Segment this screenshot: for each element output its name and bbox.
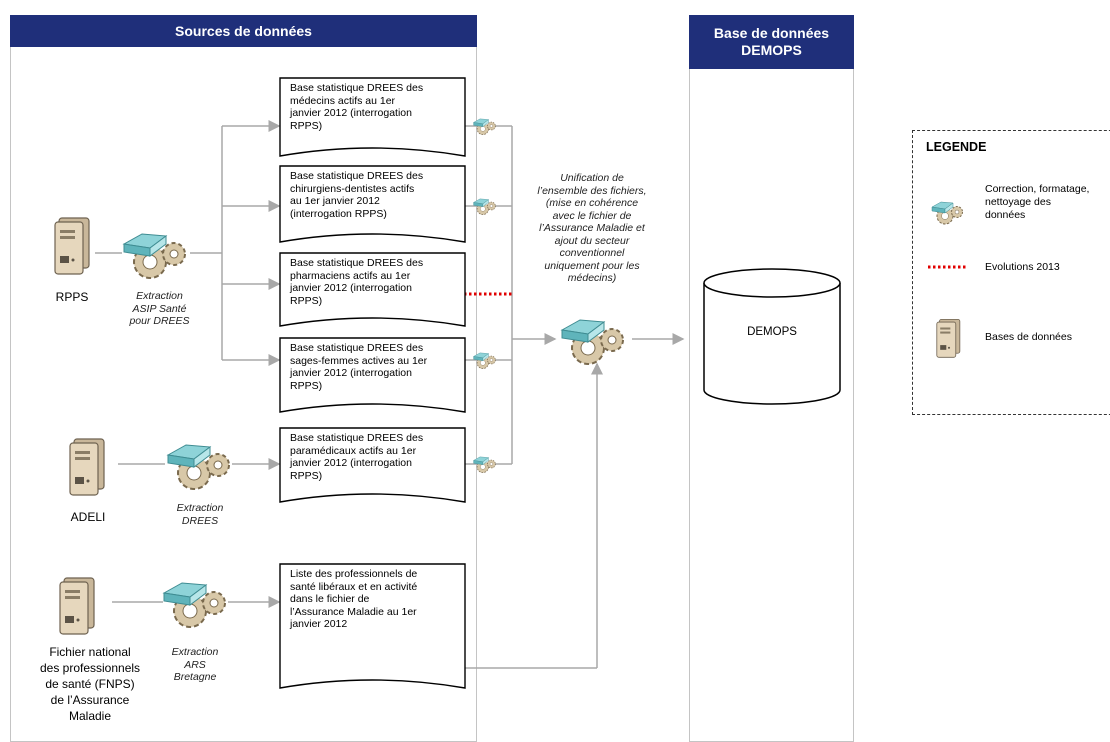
adeli-label: ADELI [70, 510, 106, 524]
doc-paramedicaux: Base statistique DREES des paramédicaux … [280, 428, 465, 488]
doc-pharmaciens: Base statistique DREES des pharmaciens a… [280, 253, 465, 313]
adeli-extraction-gears-icon [164, 437, 236, 493]
doc-liste-professionnels: Liste des professionnels de santé libéra… [280, 564, 465, 672]
rpps-label: RPPS [55, 290, 89, 304]
fnps-server-icon [58, 576, 98, 638]
legend-item-evolutions: Evolutions 2013 [985, 261, 1060, 273]
demops-label: DEMOPS [747, 326, 797, 338]
unification-text: Unification de l’ensemble des fichiers, … [537, 172, 647, 284]
doc-chirurgiens-dentistes: Base statistique DREES des chirurgiens-d… [280, 166, 465, 228]
doc-sages-femmes: Base statistique DREES des sages-femmes … [280, 338, 465, 400]
doc-liste-professionnels-text: Liste des professionnels de santé libéra… [290, 568, 418, 630]
cleaning-gears-icon [472, 350, 498, 370]
doc-paramedicaux-text: Base statistique DREES des paramédicaux … [290, 432, 424, 482]
rpps-extraction-label: Extraction ASIP Santé pour DREES [129, 290, 190, 327]
rpps-server-icon [53, 216, 93, 278]
doc-medecins-text: Base statistique DREES des médecins acti… [290, 82, 424, 132]
adeli-extraction-label: Extraction DREES [176, 502, 224, 527]
sources-header: Sources de données [10, 15, 477, 47]
adeli-server-icon [68, 437, 108, 499]
rpps-extraction-gears-icon [120, 226, 192, 282]
fnps-label: Fichier national des professionnels de s… [39, 645, 141, 723]
cleaning-gears-icon [472, 454, 498, 474]
fnps-extraction-gears-icon [160, 575, 232, 631]
cleaning-gears-icon [472, 196, 498, 216]
doc-pharmaciens-text: Base statistique DREES des pharmaciens a… [290, 257, 424, 307]
unification-gears-icon [558, 312, 630, 368]
doc-medecins: Base statistique DREES des médecins acti… [280, 78, 465, 140]
legend-item-databases: Bases de données [985, 331, 1072, 343]
doc-sages-femmes-text: Base statistique DREES des sages-femmes … [290, 342, 428, 392]
legend-item-correction: Correction, formatage, nettoyage des don… [985, 183, 1090, 221]
demops-header: Base de données DEMOPS [689, 15, 854, 69]
legend-title: LEGENDE [926, 140, 987, 154]
cleaning-gears-icon [472, 116, 498, 136]
doc-chirurgiens-dentistes-text: Base statistique DREES des chirurgiens-d… [290, 170, 424, 220]
fnps-extraction-label: Extraction ARS Bretagne [171, 646, 219, 683]
legend-box [912, 130, 1110, 415]
